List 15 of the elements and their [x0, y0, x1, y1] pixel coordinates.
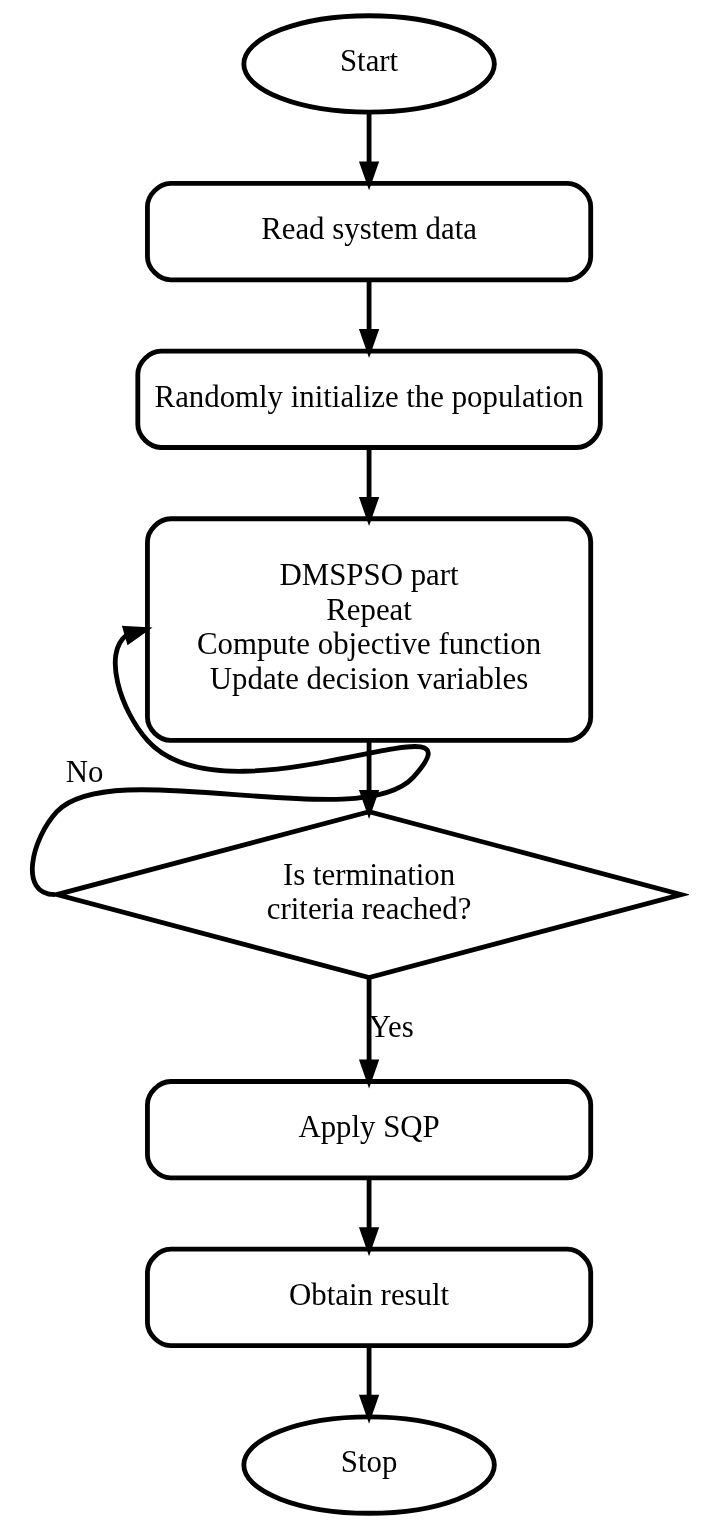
arrow	[358, 112, 379, 191]
node-ellipse: Start	[240, 13, 497, 115]
edge-label: No	[65, 755, 104, 790]
arrow	[358, 1178, 379, 1257]
arrow	[358, 280, 379, 359]
node-box: Read system data	[144, 181, 593, 283]
arrow	[358, 1345, 379, 1424]
node-ellipse: Stop	[240, 1414, 497, 1516]
arrow	[358, 978, 379, 1089]
arrow	[358, 447, 379, 526]
node-box: DMSPSO part Repeat Compute objective function Update decision variables	[144, 516, 593, 743]
node-box: Randomly initialize the population	[134, 348, 603, 450]
node-box: Obtain result	[144, 1246, 593, 1348]
node-box: Apply SQP	[144, 1079, 593, 1181]
edge-label: Yes	[368, 1009, 414, 1044]
